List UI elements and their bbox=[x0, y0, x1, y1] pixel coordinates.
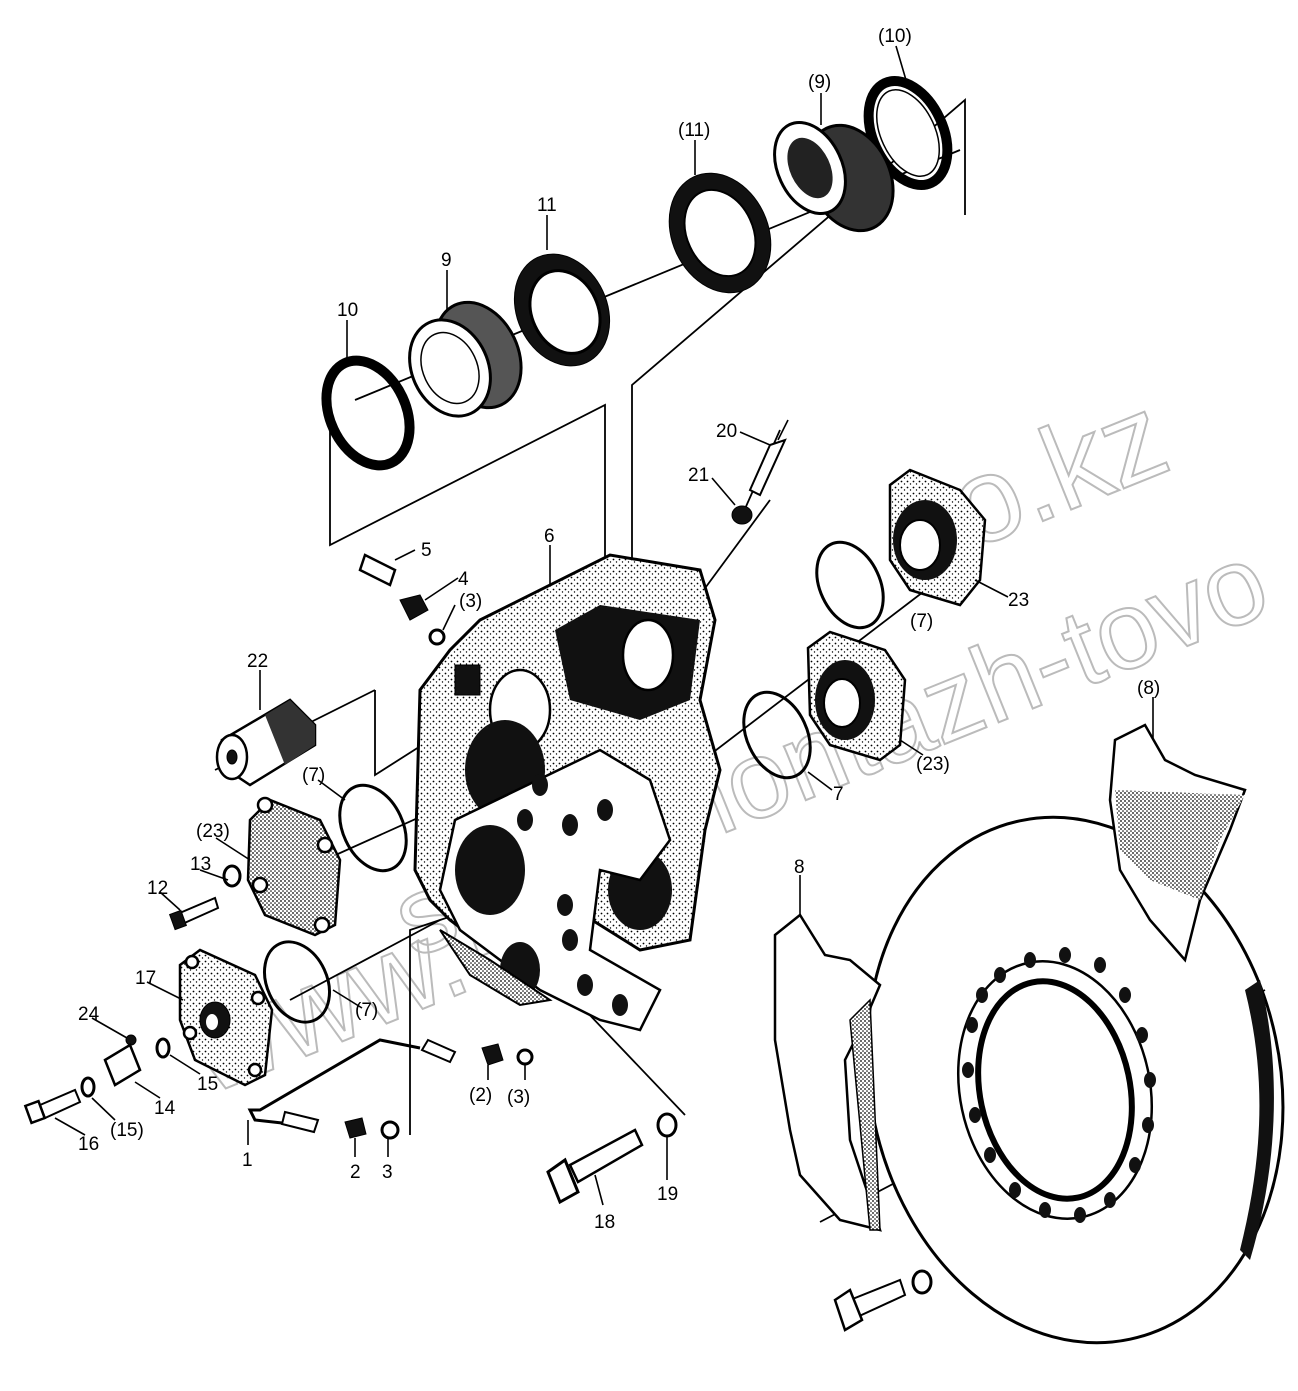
label-p9-paren: (9) bbox=[808, 72, 831, 93]
washer-13 bbox=[222, 864, 242, 888]
nut-2 bbox=[344, 1117, 367, 1139]
seal-11-paren bbox=[668, 172, 772, 294]
label-p2: 2 bbox=[350, 1162, 361, 1183]
bolt-18 bbox=[546, 1128, 644, 1205]
bolt-16 bbox=[23, 1088, 82, 1125]
label-p7-paren-right: (7) bbox=[910, 611, 933, 632]
label-p22: 22 bbox=[247, 651, 268, 672]
caliper-bolt-holes bbox=[517, 774, 628, 1016]
label-p4: 4 bbox=[458, 569, 469, 590]
label-p7-paren-left: (7) bbox=[302, 765, 325, 786]
label-p8-paren: (8) bbox=[1137, 678, 1160, 699]
label-p8: 8 bbox=[794, 857, 805, 878]
label-p17: 17 bbox=[135, 968, 156, 989]
washer-3 bbox=[380, 1120, 400, 1140]
label-p18: 18 bbox=[594, 1212, 615, 1233]
part-labels: (10) (9) (11) 11 9 10 20 21 6 5 4 (3) 23… bbox=[78, 26, 1160, 1233]
flange-23-paren-right bbox=[806, 630, 907, 762]
label-p16: 16 bbox=[78, 1134, 99, 1155]
o-ring-7-paren-left bbox=[338, 783, 408, 873]
seal-ring-10 bbox=[321, 355, 415, 471]
label-p14: 14 bbox=[154, 1098, 176, 1119]
adapter-14 bbox=[103, 1043, 142, 1087]
brake-disc bbox=[833, 815, 1285, 1345]
seal-ring-10-paren bbox=[863, 76, 953, 190]
o-ring-7-paren-bottom bbox=[263, 940, 331, 1024]
bleeder-screw bbox=[748, 419, 789, 497]
label-p7-paren-bottom: (7) bbox=[355, 1000, 378, 1021]
label-p9: 9 bbox=[441, 250, 452, 271]
label-p13: 13 bbox=[190, 854, 211, 875]
disc-bolt-holes bbox=[962, 947, 1156, 1223]
label-p6: 6 bbox=[544, 526, 555, 547]
washer-15 bbox=[155, 1037, 171, 1059]
label-p15-paren: (15) bbox=[110, 1120, 144, 1141]
label-p7: 7 bbox=[833, 784, 844, 805]
brake-pad-8 bbox=[773, 913, 882, 1232]
label-p3-paren-a: (3) bbox=[459, 591, 482, 612]
label-p23-paren-left: (23) bbox=[196, 821, 230, 842]
nut-4 bbox=[399, 594, 429, 621]
o-ring-7 bbox=[742, 690, 812, 780]
lock-washer-19 bbox=[656, 1112, 678, 1138]
flange-23-top-right bbox=[888, 468, 987, 607]
brake-pad-8-paren bbox=[1108, 723, 1247, 963]
bleeder-cap bbox=[731, 505, 753, 525]
plug-24 bbox=[125, 1034, 137, 1046]
flange-23-paren-left bbox=[246, 796, 342, 937]
label-p10-paren: (10) bbox=[878, 26, 912, 47]
washer-15-paren bbox=[80, 1076, 96, 1098]
o-ring-7-paren-right bbox=[815, 540, 885, 630]
piston-22 bbox=[215, 698, 317, 787]
label-p1: 1 bbox=[242, 1150, 253, 1171]
label-p19: 19 bbox=[657, 1184, 678, 1205]
washer-3-paren-a bbox=[428, 628, 446, 646]
washer-3-paren-b bbox=[516, 1048, 534, 1066]
label-p24: 24 bbox=[78, 1004, 100, 1025]
seal-11 bbox=[513, 253, 611, 367]
nut-2-paren bbox=[481, 1043, 504, 1066]
label-p21: 21 bbox=[688, 465, 709, 486]
bushing-9 bbox=[408, 300, 523, 418]
fitting-5 bbox=[358, 553, 397, 587]
label-p20: 20 bbox=[716, 421, 737, 442]
leader-lines bbox=[54, 45, 1154, 1206]
label-p23-paren-right: (23) bbox=[916, 754, 950, 775]
label-p2-paren: (2) bbox=[469, 1085, 492, 1106]
bushing-9-paren bbox=[773, 120, 895, 233]
caliper-body bbox=[413, 553, 722, 1032]
label-p3: 3 bbox=[382, 1162, 393, 1183]
label-p11: 11 bbox=[537, 195, 557, 216]
brake-tube-1 bbox=[247, 1038, 457, 1134]
cover-17 bbox=[178, 948, 274, 1087]
label-p3-paren-b: (3) bbox=[507, 1087, 530, 1108]
label-p5: 5 bbox=[421, 540, 432, 561]
label-p15: 15 bbox=[197, 1074, 218, 1095]
bolt-12 bbox=[168, 896, 220, 931]
label-p10: 10 bbox=[337, 300, 358, 321]
label-p23: 23 bbox=[1008, 590, 1029, 611]
label-p12: 12 bbox=[147, 878, 168, 899]
label-p11-paren: (11) bbox=[678, 120, 710, 141]
